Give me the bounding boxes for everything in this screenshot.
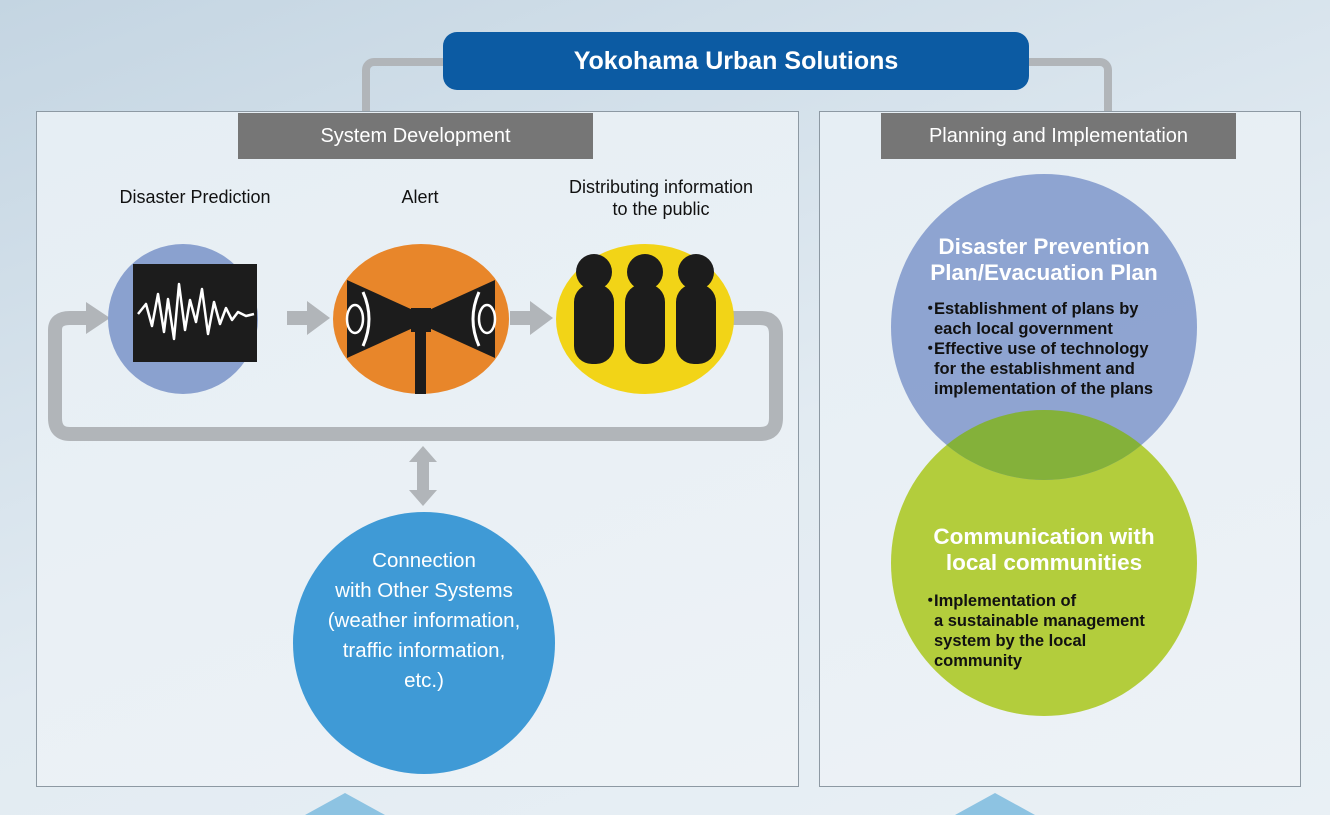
system-development-header: System Development [238,113,593,159]
pointer-right [955,793,1035,815]
arrow-alert-to-distribution [510,311,532,325]
arrow-prediction-to-alert [287,311,309,325]
double-arrow-shaft [417,462,429,492]
community-title: Communication with local communities [933,524,1155,575]
arrow-prediction-to-alert-head [307,301,330,335]
title-bar: Yokohama Urban Solutions [443,32,1029,90]
connection-circle [293,512,555,774]
connector-left [362,58,462,120]
planning-header: Planning and Implementation [881,113,1236,159]
disaster-prediction-circle [108,244,258,394]
connection-text: Connection with Other Systems (weather i… [327,549,521,692]
step-label-alert: Alert [401,187,439,207]
double-arrow-up-head [409,446,437,462]
step-label-distribution: Distributing information to the public [568,177,754,219]
feedback-loop-arrow [48,311,783,441]
arrow-alert-to-distribution-head [530,301,553,335]
seismograph-icon [133,264,257,362]
pointer-left [305,793,385,815]
page-title: Yokohama Urban Solutions [573,46,899,75]
system-development-header-label: System Development [320,124,511,147]
step-label-prediction: Disaster Prediction [119,187,271,207]
double-arrow-down-head [409,490,437,506]
connector-right [1010,58,1112,120]
distribution-circle [556,244,734,394]
loop-arrowhead [86,302,110,334]
people-icon [574,254,716,364]
alert-circle [333,244,509,400]
plan-title: Disaster Prevention Plan/Evacuation Plan [930,234,1158,285]
planning-header-label: Planning and Implementation [928,124,1189,147]
megaphone-icon [345,280,497,400]
